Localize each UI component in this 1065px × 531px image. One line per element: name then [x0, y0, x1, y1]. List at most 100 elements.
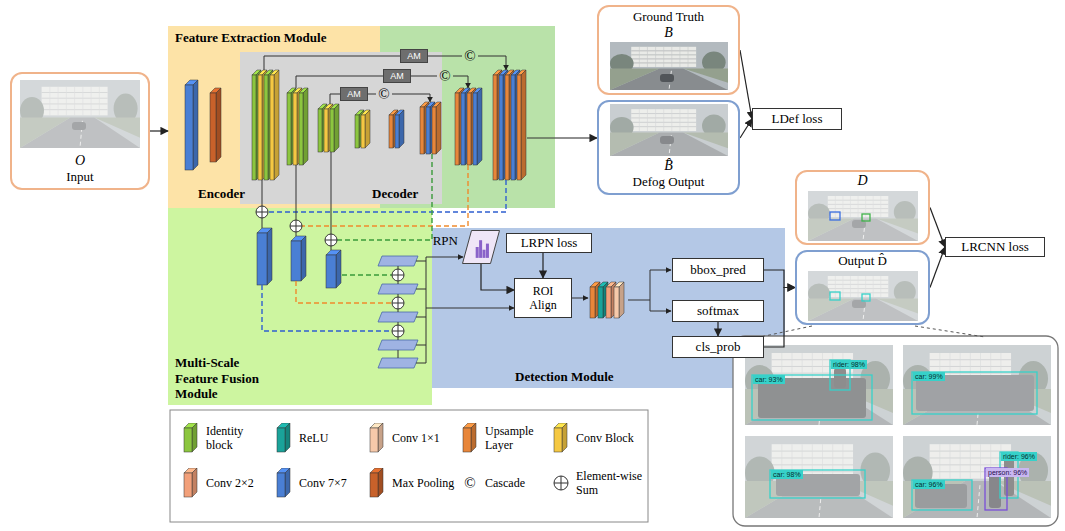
legend-text: Element-wise Sum	[576, 469, 642, 498]
head-box: bbox_pred	[672, 258, 764, 282]
rpn-bar	[483, 250, 486, 258]
layer-side	[328, 104, 333, 152]
connector-arrow	[542, 253, 543, 278]
layer-face	[461, 93, 465, 165]
sum-cross	[290, 220, 302, 232]
detection-tag: car: 93%	[753, 375, 785, 384]
photo-fog	[903, 436, 1051, 518]
fusion-dashed	[262, 285, 392, 331]
layer-side	[303, 88, 308, 165]
detection-bbox	[985, 468, 1007, 510]
photo-sky	[808, 271, 918, 321]
layer-face	[420, 107, 424, 154]
node-text: cls_prob	[696, 339, 741, 355]
swatch-side	[378, 423, 383, 452]
layer-face	[426, 107, 430, 154]
skip-line	[330, 94, 340, 104]
layer-face	[455, 93, 459, 165]
photo-sky	[903, 436, 1051, 518]
layer-side	[399, 110, 404, 148]
swatch-top	[184, 468, 197, 473]
pyramid-line	[398, 337, 399, 340]
layer-side	[334, 104, 339, 152]
layer-face	[330, 109, 334, 152]
layer-face	[355, 115, 359, 148]
photo-sky	[745, 345, 893, 425]
street-photo	[610, 42, 728, 90]
layer-face	[264, 75, 268, 180]
layer-side	[267, 228, 272, 285]
feature-map-plane	[378, 358, 418, 368]
layer-face	[258, 75, 262, 180]
connector-arrow	[740, 50, 752, 119]
loss-box: LDef loss	[752, 108, 842, 130]
module-label: Decoder	[372, 186, 418, 202]
layer-side	[521, 70, 526, 180]
layer-face	[326, 255, 336, 288]
layer-side	[274, 70, 279, 180]
detection-bbox	[862, 214, 870, 221]
legend-frame	[170, 410, 648, 522]
legend-item: Conv 2×2	[182, 465, 254, 501]
swatch-side	[192, 423, 197, 452]
rpn-shape	[462, 230, 500, 264]
legend-swatch	[368, 423, 386, 453]
skip-line	[478, 56, 506, 70]
node-text: Defog Output	[633, 174, 705, 190]
legend-symbol-slot	[461, 468, 479, 498]
cascade-symbol: ©	[378, 87, 389, 102]
swatch-side	[285, 468, 290, 497]
sum-cross	[392, 269, 404, 281]
street-photo	[808, 191, 918, 241]
layer-side	[322, 104, 327, 152]
layer-face	[614, 287, 619, 318]
photo-sky	[610, 42, 728, 90]
legend-text: Max Pooling	[392, 476, 454, 490]
fusion-line	[262, 218, 263, 228]
skip-line	[453, 76, 468, 88]
output-line	[527, 138, 555, 139]
layer-side	[436, 102, 441, 154]
node-text: Input	[66, 169, 93, 185]
layer-side	[424, 102, 429, 154]
swatch-top	[370, 468, 383, 473]
node-text: D	[857, 173, 867, 190]
layer-face	[517, 75, 521, 180]
photo-fog	[808, 271, 918, 321]
pyramid-line	[398, 309, 399, 312]
pyramid-line	[416, 363, 426, 364]
layer-side	[430, 102, 435, 154]
loss-box: LRCNN loss	[945, 237, 1045, 257]
detection-tag: car: 98%	[771, 470, 803, 479]
photo-sky	[20, 80, 140, 148]
node-text: bbox_pred	[690, 262, 746, 278]
attention-module-box: AM	[340, 87, 368, 101]
rpn-bar	[479, 240, 482, 258]
detection-bbox	[912, 372, 1037, 414]
swatch-face	[370, 473, 378, 497]
photo-fog	[745, 345, 893, 425]
layer-side	[619, 282, 624, 318]
head-line	[571, 298, 588, 299]
layer-face	[287, 93, 291, 165]
sum-cross	[325, 234, 337, 246]
encoder-band	[240, 52, 442, 204]
layer-face	[257, 233, 267, 285]
region-title: Detection Module	[515, 369, 614, 385]
legend-swatch	[461, 423, 479, 453]
layer-face	[252, 75, 256, 180]
feature-map-plane	[378, 312, 418, 322]
photo-fog	[20, 80, 140, 148]
head-box: cls_prob	[672, 336, 764, 358]
layer-face	[324, 109, 328, 152]
legend-item: Identity block	[182, 420, 272, 456]
legend-swatch	[275, 423, 293, 453]
layer-side	[393, 110, 398, 148]
pyramid-line	[416, 261, 426, 262]
legend-text: ReLU	[299, 431, 328, 445]
node-text: ROI Align	[518, 284, 568, 313]
